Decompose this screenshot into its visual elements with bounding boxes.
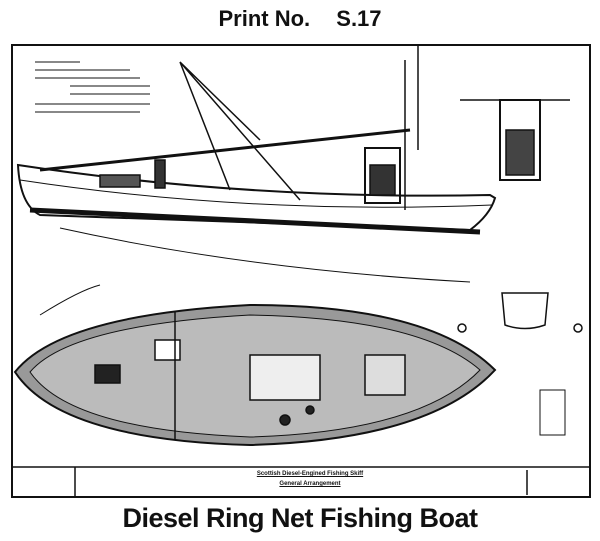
fish-hold-hatch — [249, 354, 321, 401]
mast-rigging — [39, 60, 411, 210]
wheelhouse-profile — [364, 147, 401, 204]
print-label: Print No. — [218, 6, 311, 31]
hull-section — [501, 292, 549, 330]
print-number: S.17 — [336, 6, 382, 31]
detail-sketch — [39, 284, 101, 316]
hull-profile — [16, 147, 497, 283]
notes-block — [35, 61, 150, 113]
print-number-heading: Print No. S.17 — [0, 6, 600, 32]
detail-box — [539, 389, 566, 436]
deck-plan — [13, 303, 497, 447]
title-block-line2: General Arrangement — [279, 481, 341, 487]
title-block-line1: Scottish Diesel-Engined Fishing Skiff — [256, 471, 364, 477]
drawing-border — [11, 44, 591, 498]
wheelhouse-section — [460, 99, 570, 181]
wheelhouse-plan — [364, 354, 406, 396]
caption: Diesel Ring Net Fishing Boat — [122, 503, 478, 533]
